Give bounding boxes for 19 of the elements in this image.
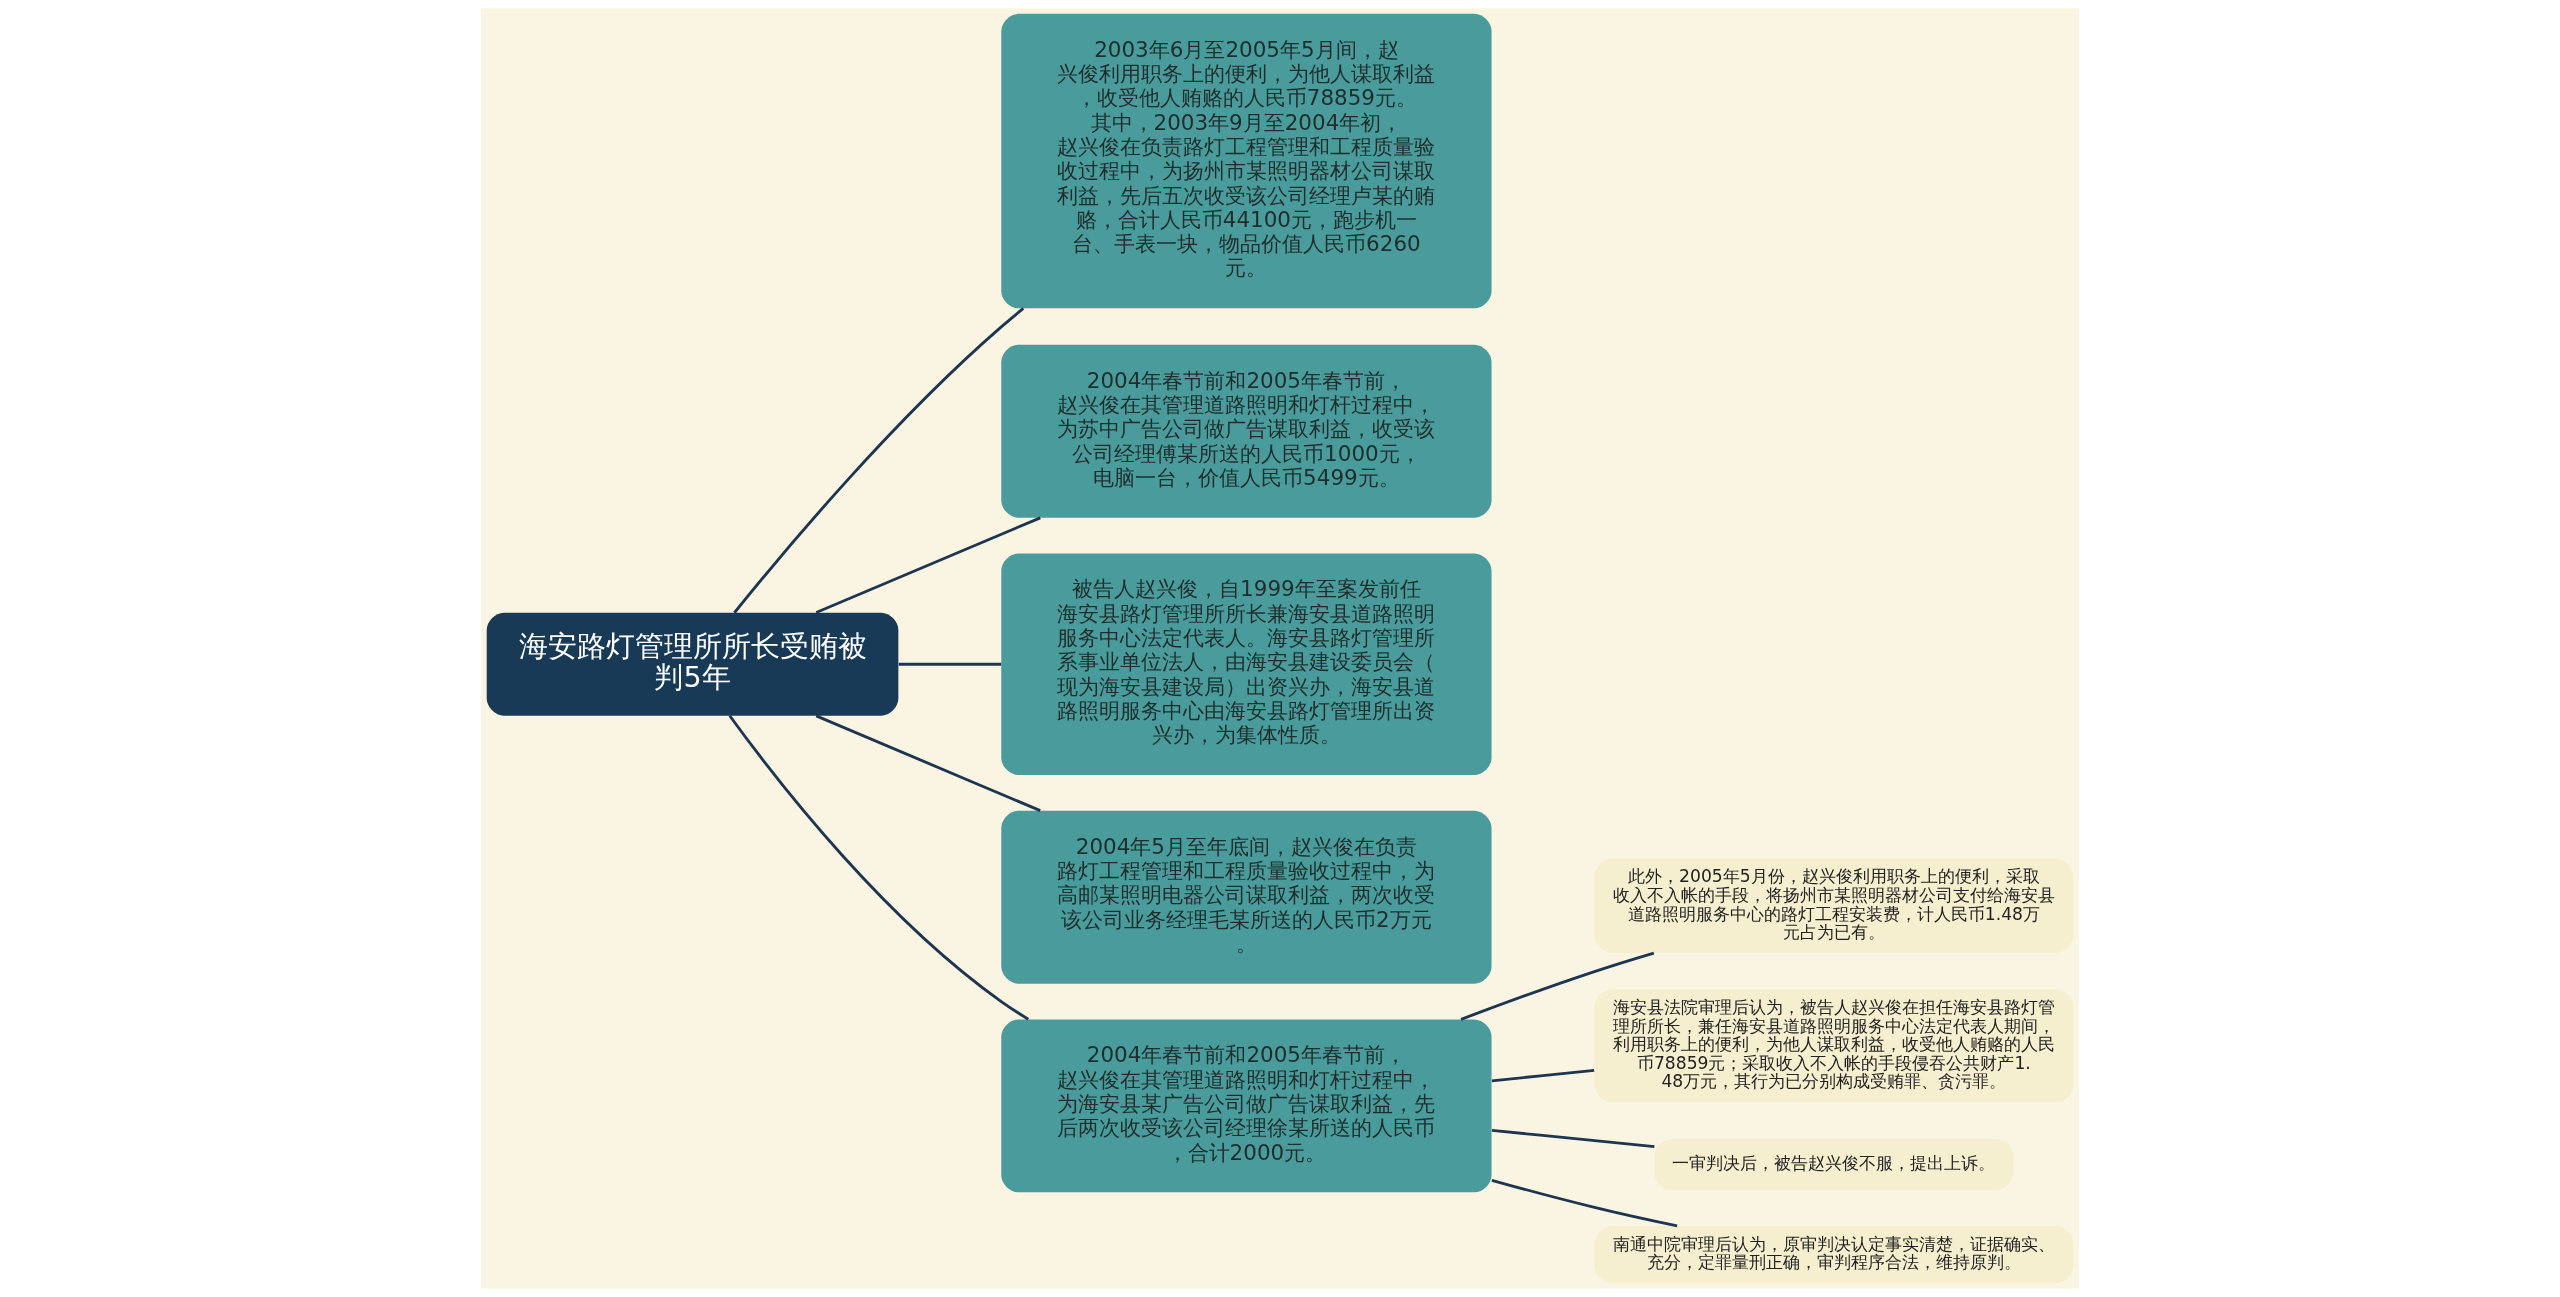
node-box: 2004年春节前和2005年春节前，赵兴俊在其管理道路照明和灯杆过程中，为海安县某广告公司做广告谋取利益，先后两次收受该公司经理徐某所送的人民币，合计2000元。	[1001, 1019, 1492, 1193]
connector	[1491, 1178, 1678, 1228]
connector	[1460, 951, 1655, 1021]
node-box: 2004年5月至年底间，赵兴俊在负责路灯工程管理和工程质量验收过程中，为高邮某照明电器公司谋取利益，两次收受该公司业务经理毛某所送的人民币2万元。	[1001, 810, 1492, 984]
node-box: 此外，2005年5月份，赵兴俊利用职务上的便利，采取收入不入帐的手段，将扬州市某照明器材公司支付给海安县道路照明服务中心的路灯工程安装费，计人民币1.48万元占为已有。	[1594, 858, 2074, 953]
connector	[733, 307, 1025, 614]
node-box: 2004年春节前和2005年春节前，赵兴俊在其管理道路照明和灯杆过程中，为苏中广告公司做广告谋取利益，收受该公司经理傅某所送的人民币1000元，电脑一台，价值人民币5499元。	[1001, 344, 1492, 518]
node-box: 海安路灯管理所所长受贿被判5年	[486, 612, 899, 716]
connector	[728, 714, 1029, 1021]
connector	[1491, 1128, 1655, 1149]
node-box: 2003年6月至2005年5月间，赵兴俊利用职务上的便利，为他人谋取利益，收受他人贿赂的人民币78859元。其中，2003年9月至2004年初，赵兴俊在负责路灯工程管理和工程质量验收过程中，为扬州市某照明器材公司谋取利益，先后五次收受该公司经理卢某的贿赂，合计人民币44100元，跑步机一台、手表一块，物品价值人民币6260元。	[1001, 13, 1492, 309]
node-box: 海安县法院审理后认为，被告人赵兴俊在担任海安县路灯管理所所长，兼任海安县道路照明服务中心法定代表人期间，利用职务上的便利，为他人谋取利益，收受他人贿赂的人民币78859元；采取收入不入帐的手段侵吞公共财产1.48万元，其行为已分别构成受贿罪、贪污罪。	[1594, 989, 2074, 1103]
connector	[815, 516, 1041, 614]
node-box: 一审判决后，被告赵兴俊不服，提出上诉。	[1654, 1138, 2014, 1191]
connector	[815, 714, 1041, 812]
node-box: 南通中院审理后认为，原审判决认定事实清楚，证据确实、充分，定罪量刑正确，审判程序合法，维持原判。	[1594, 1225, 2074, 1284]
connector	[898, 662, 1002, 666]
connector	[1491, 1068, 1595, 1083]
node-box: 被告人赵兴俊，自1999年至案发前任海安县路灯管理所所长兼海安县道路照明服务中心法定代表人。海安县路灯管理所系事业单位法人，由海安县建设委员会（现为海安县建设局）出资兴办，海安县道路照明服务中心由海安县路灯管理所出资兴办，为集体性质。	[1001, 553, 1492, 775]
